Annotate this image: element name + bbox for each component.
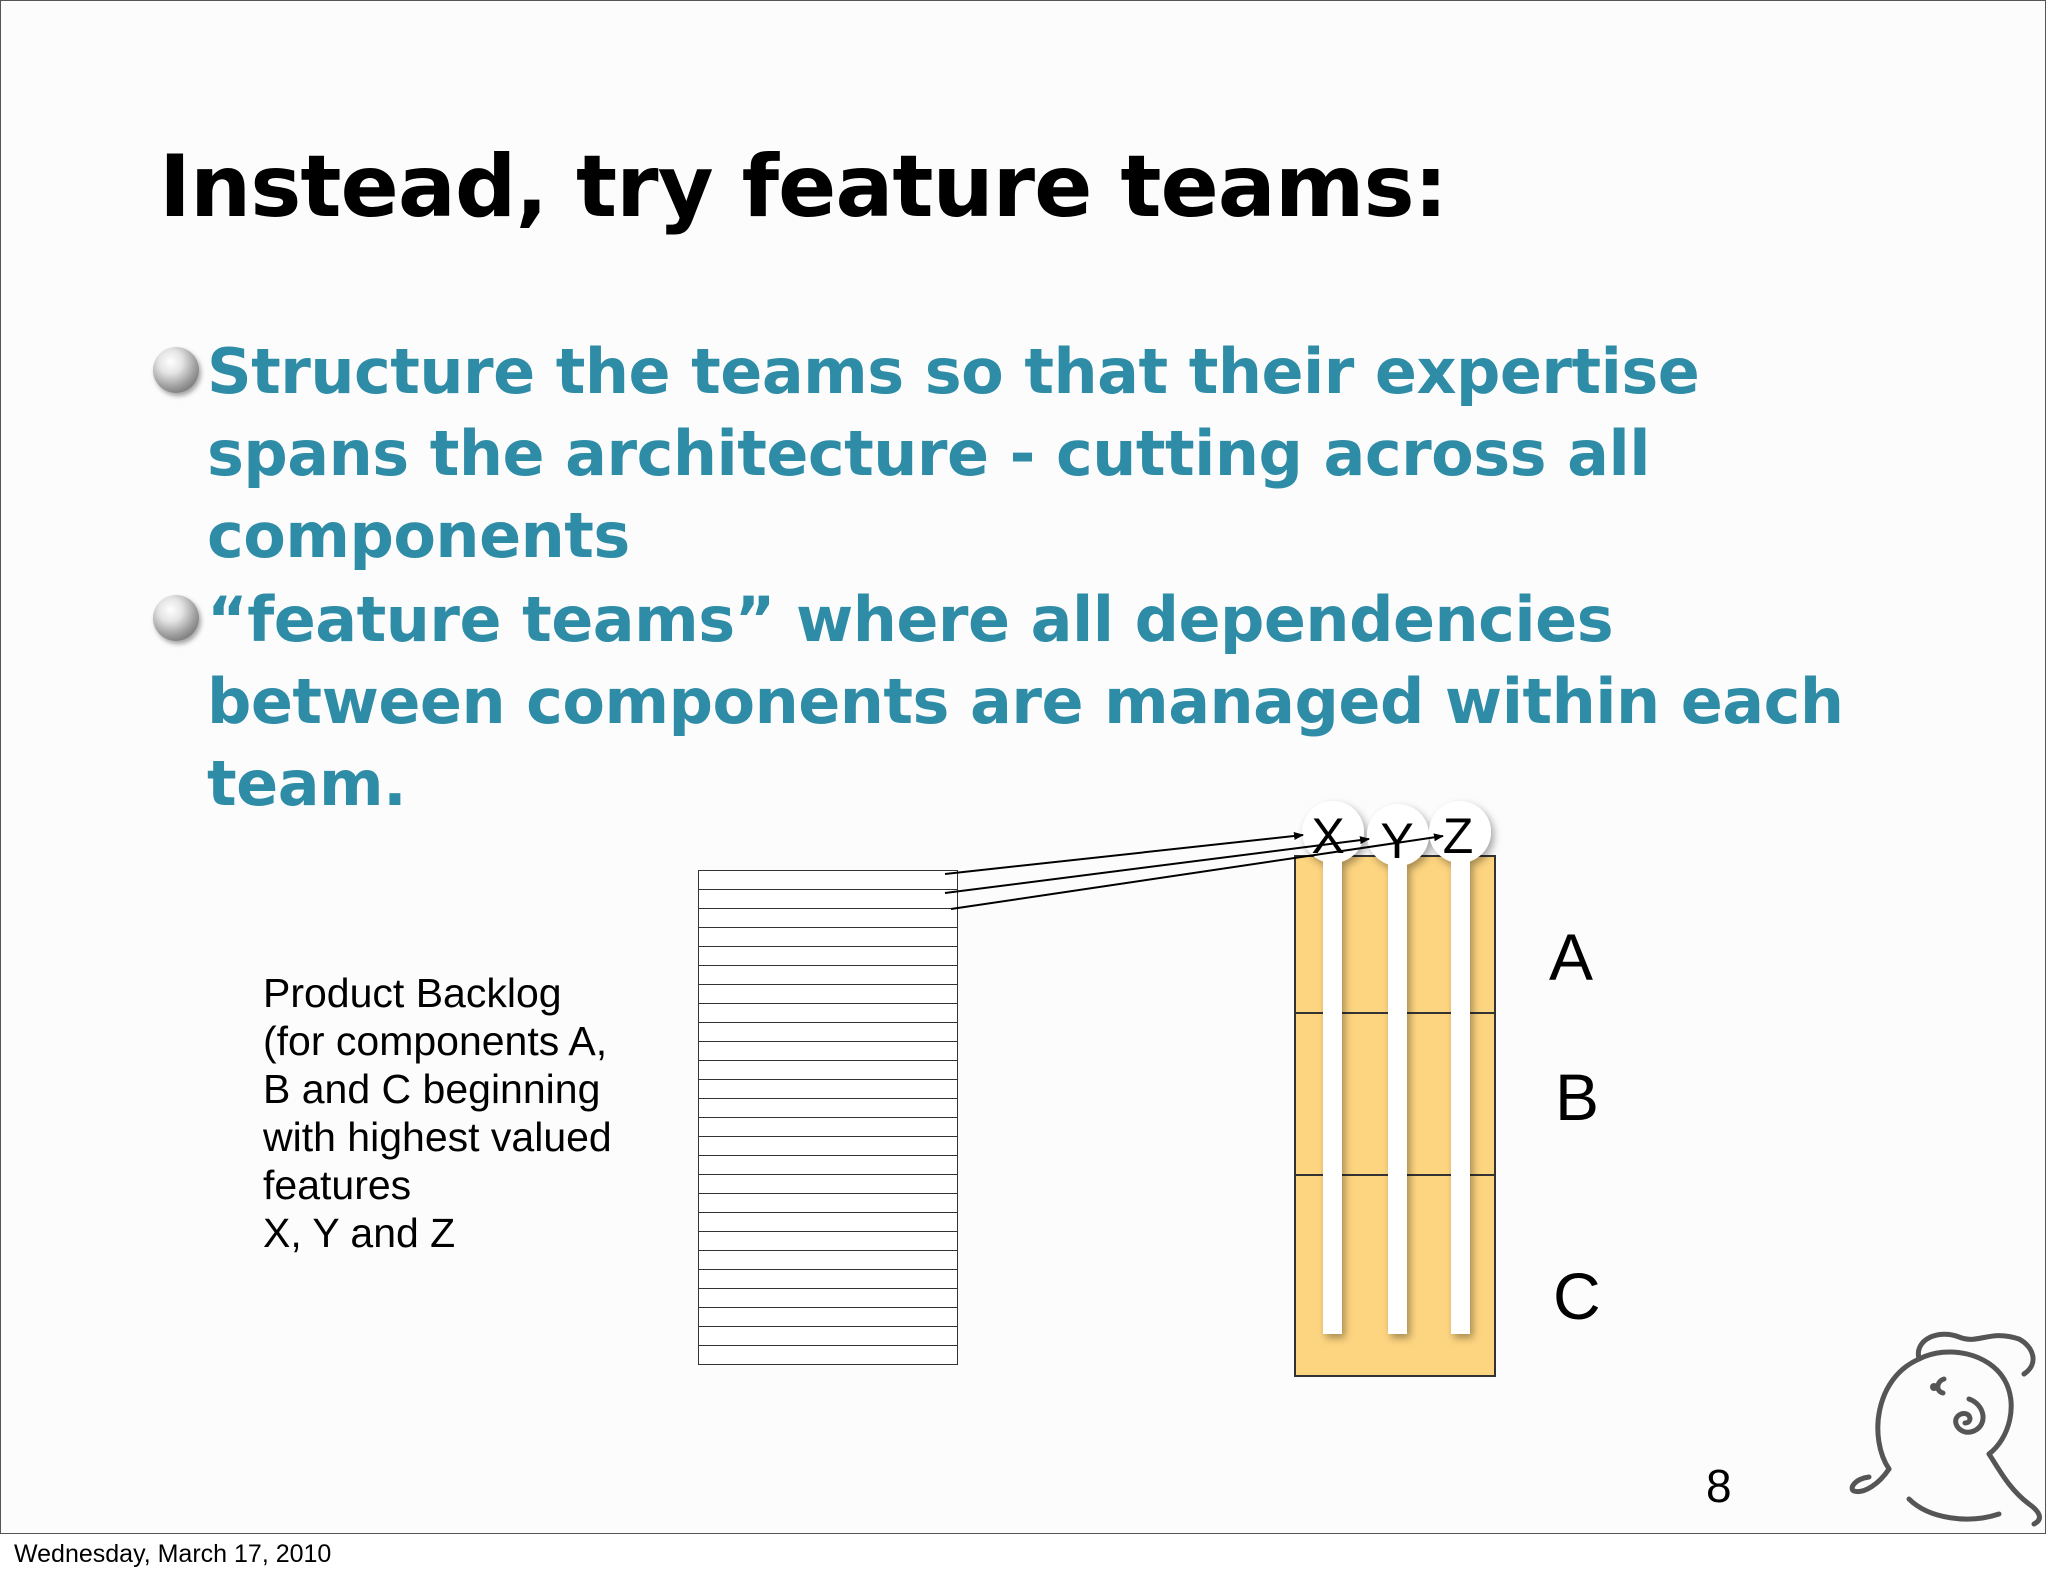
page-number: 8 xyxy=(1706,1460,1732,1512)
backlog-item xyxy=(698,1022,958,1041)
backlog-item xyxy=(698,870,958,889)
backlog-item xyxy=(698,1155,958,1174)
backlog-item xyxy=(698,1269,958,1288)
backlog-item xyxy=(698,1136,958,1155)
backlog-item xyxy=(698,965,958,984)
backlog-label-line: B and C beginning xyxy=(263,1066,601,1112)
backlog-item xyxy=(698,1098,958,1117)
bullet-list: Structure the teams so that their expert… xyxy=(151,331,1851,827)
backlog-item xyxy=(698,1079,958,1098)
backlog-item xyxy=(698,1345,958,1365)
backlog-arrow-z xyxy=(950,833,1444,910)
bullet-text: “feature teams” where all dependencies b… xyxy=(207,579,1851,825)
team-label-z: Z xyxy=(1443,808,1474,864)
backlog-item xyxy=(698,927,958,946)
bullet-line: Structure the teams so that their expert… xyxy=(207,335,1700,408)
backlog-arrow-x xyxy=(944,831,1304,875)
backlog-label-line: Product Backlog xyxy=(263,970,562,1016)
backlog-label-line: features xyxy=(263,1162,412,1208)
backlog-label-line: with highest valued xyxy=(263,1114,612,1160)
team-column-z xyxy=(1451,846,1470,1334)
backlog-item xyxy=(698,1193,958,1212)
backlog-item xyxy=(698,946,958,965)
bullet-line: between components are managed within ea… xyxy=(207,665,1844,738)
sphere-bullet-icon xyxy=(153,347,199,393)
bullet-line: components xyxy=(207,499,630,572)
bullet-text: Structure the teams so that their expert… xyxy=(207,331,1851,577)
product-backlog-stack xyxy=(698,870,958,1365)
team-column-x xyxy=(1323,846,1342,1334)
backlog-arrow-y xyxy=(944,836,1370,894)
elephant-logo-icon xyxy=(1849,1331,2042,1527)
layer-label-c: C xyxy=(1553,1259,1601,1333)
team-node-z xyxy=(1429,801,1491,863)
layer-label-a: A xyxy=(1549,920,1594,994)
backlog-item xyxy=(698,1041,958,1060)
bullet-line: spans the architecture - cutting across … xyxy=(207,417,1650,490)
backlog-item xyxy=(698,1231,958,1250)
team-column-y xyxy=(1388,846,1407,1334)
backlog-item xyxy=(698,1288,958,1307)
sphere-bullet-icon xyxy=(153,595,199,641)
bullet-line: team. xyxy=(207,747,407,820)
backlog-item xyxy=(698,1117,958,1136)
backlog-item xyxy=(698,1060,958,1079)
bullet-line: “feature teams” where all dependencies xyxy=(207,583,1614,656)
backlog-item xyxy=(698,1174,958,1193)
slide: Instead, try feature teams: Structure th… xyxy=(0,0,2046,1534)
backlog-item xyxy=(698,889,958,908)
backlog-item xyxy=(698,1003,958,1022)
layer-label-b: B xyxy=(1555,1060,1600,1134)
bullet-item: Structure the teams so that their expert… xyxy=(151,331,1851,577)
backlog-label-line: X, Y and Z xyxy=(263,1210,456,1256)
backlog-item xyxy=(698,1250,958,1269)
backlog-item xyxy=(698,1212,958,1231)
backlog-label: Product Backlog (for components A, B and… xyxy=(263,969,612,1257)
team-columns xyxy=(1302,801,1491,1334)
footer-date: Wednesday, March 17, 2010 xyxy=(14,1540,332,1568)
backlog-label-line: (for components A, xyxy=(263,1018,608,1064)
bullet-item: “feature teams” where all dependencies b… xyxy=(151,579,1851,825)
backlog-item xyxy=(698,984,958,1003)
team-node-x xyxy=(1302,801,1364,863)
backlog-item xyxy=(698,1326,958,1345)
backlog-item xyxy=(698,908,958,927)
slide-title: Instead, try feature teams: xyxy=(159,137,1448,237)
team-node-y xyxy=(1367,804,1429,866)
backlog-item xyxy=(698,1307,958,1326)
